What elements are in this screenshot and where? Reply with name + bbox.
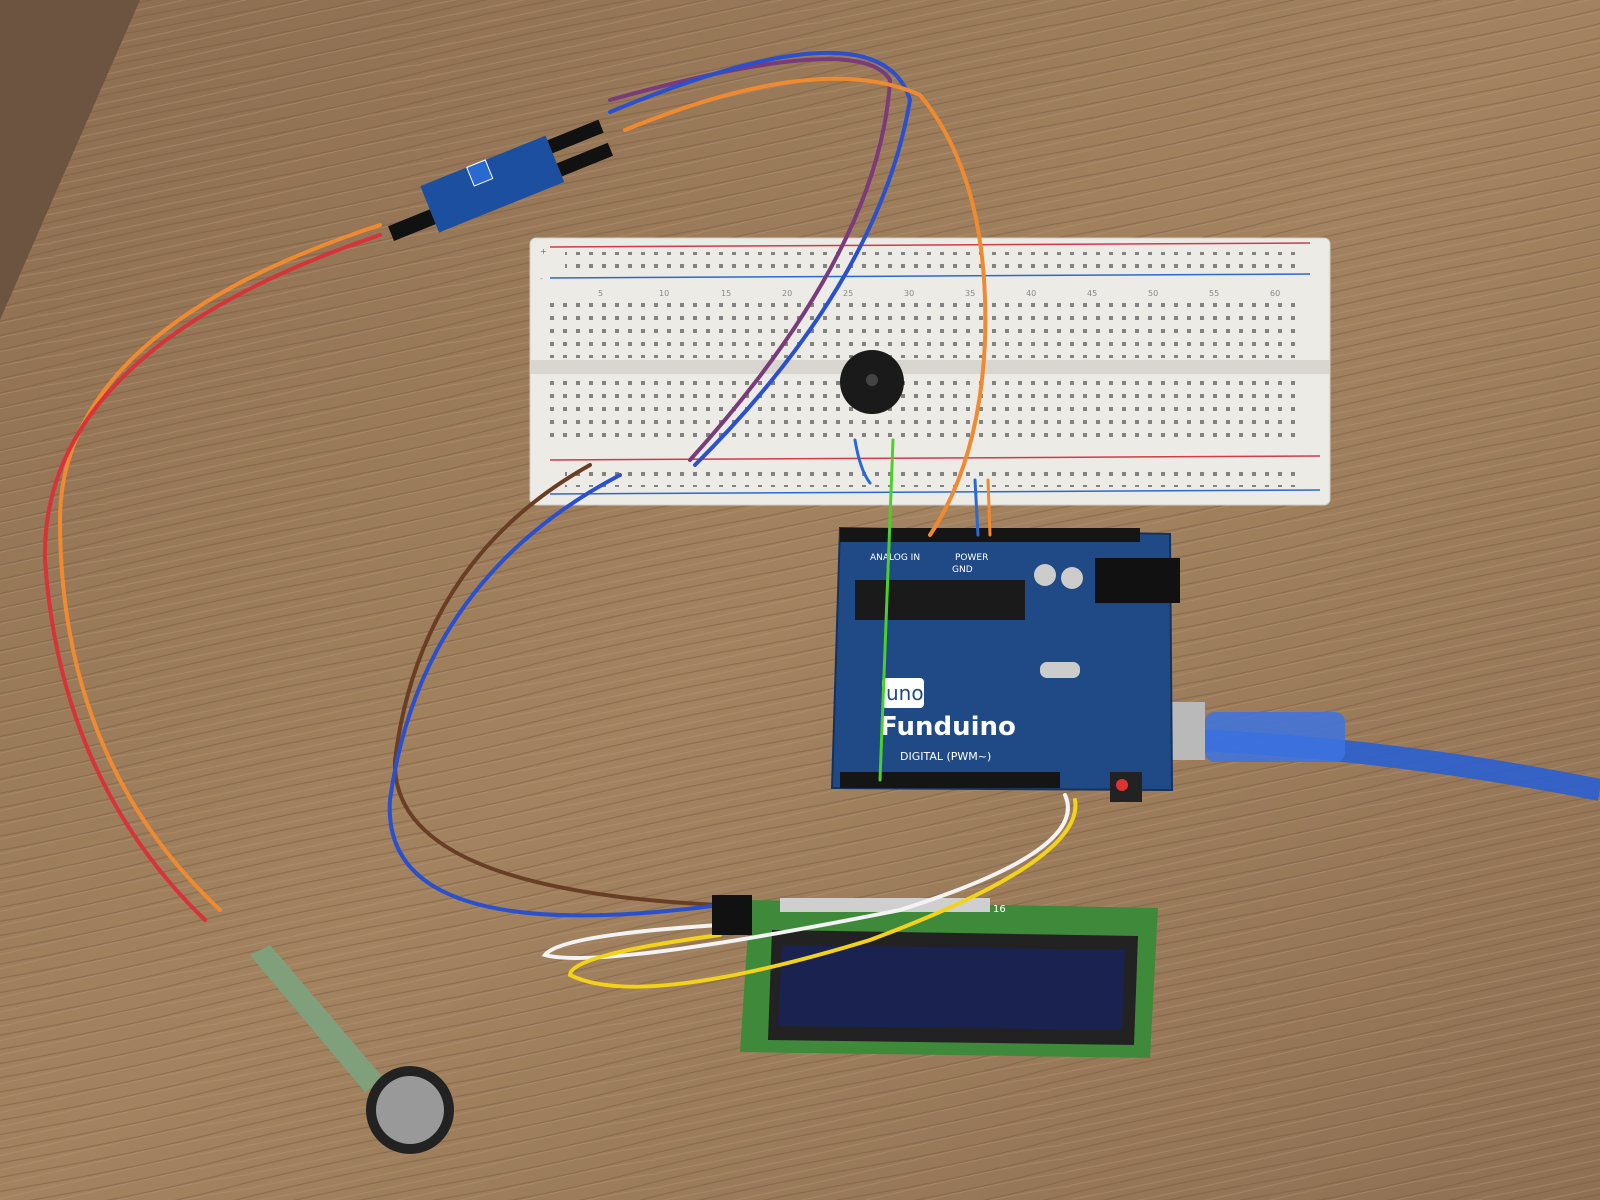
col-35: 35 xyxy=(965,289,975,298)
wire-blue-lcd xyxy=(387,473,722,918)
column-numbers: 5 10 15 20 25 30 35 40 45 50 55 60 xyxy=(598,289,1280,298)
sensor-module xyxy=(388,119,614,242)
digital-header xyxy=(840,772,1060,788)
usb-plug xyxy=(1205,712,1345,762)
buzzer xyxy=(840,350,904,414)
col-45: 45 xyxy=(1087,289,1097,298)
wire-orange-5v xyxy=(986,478,992,537)
rail-plus: + xyxy=(540,247,547,256)
wire-orange-fsr xyxy=(57,223,382,912)
wire-red-fsr xyxy=(42,233,382,922)
col-25: 25 xyxy=(843,289,853,298)
breadboard: + - 5 10 15 20 25 30 35 40 45 50 55 60 xyxy=(529,237,1331,506)
wires xyxy=(42,50,1078,989)
col-55: 55 xyxy=(1209,289,1219,298)
force-sensor xyxy=(250,945,454,1154)
col-20: 20 xyxy=(782,289,792,298)
col-15: 15 xyxy=(721,289,731,298)
col-30: 30 xyxy=(904,289,914,298)
analog-header-label: ANALOG IN xyxy=(870,553,920,563)
rail-minus: - xyxy=(540,274,543,283)
wire-purple xyxy=(608,57,893,462)
col-40: 40 xyxy=(1026,289,1036,298)
model-label: uno xyxy=(886,681,924,705)
microcontroller-chip xyxy=(855,580,1025,620)
wire-green xyxy=(878,438,895,782)
wire-blue-top xyxy=(608,50,913,467)
lcd-pin-label: 16 xyxy=(993,904,1006,915)
lcd-module: 16 xyxy=(740,898,1158,1058)
table-edge xyxy=(0,0,140,320)
arduino-board: uno Funduino DIGITAL (PWM~) ANALOG IN PO… xyxy=(830,526,1180,802)
col-60: 60 xyxy=(1270,289,1280,298)
col-5: 5 xyxy=(598,289,603,298)
dc-jack xyxy=(1095,558,1180,603)
potentiometer xyxy=(466,159,494,187)
wire-yellow xyxy=(567,798,1078,989)
wire-white xyxy=(541,793,1070,960)
power-header-label: POWER xyxy=(955,553,988,563)
gnd-label: GND xyxy=(952,565,973,575)
capacitor xyxy=(1061,567,1083,589)
wire-orange-top xyxy=(623,76,988,537)
lcd-screen xyxy=(778,945,1125,1030)
wire-blue-short xyxy=(853,438,872,485)
col-10: 10 xyxy=(659,289,669,298)
brand-label: Funduino xyxy=(880,712,1016,742)
wire-blue-gnd xyxy=(973,478,980,537)
capacitor xyxy=(1034,564,1056,586)
crystal xyxy=(1040,662,1080,678)
lcd-pin-header xyxy=(780,898,990,912)
digital-header-label: DIGITAL (PWM~) xyxy=(900,750,991,763)
col-50: 50 xyxy=(1148,289,1158,298)
lcd-connector xyxy=(712,895,752,935)
